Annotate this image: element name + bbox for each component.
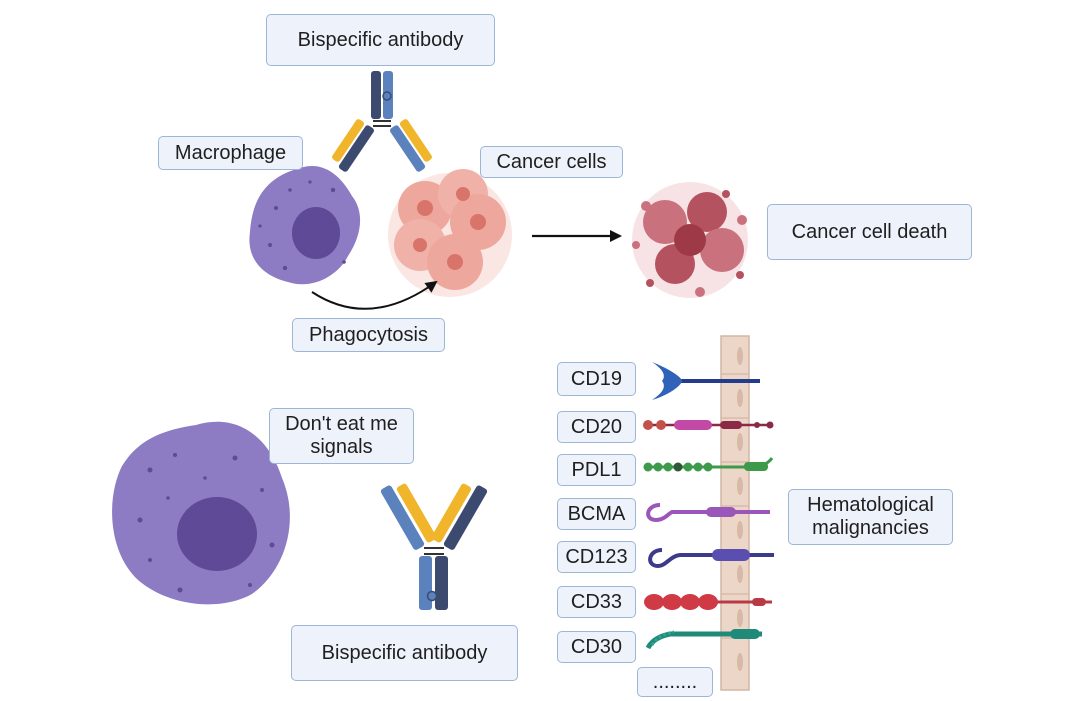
pdl1-receptor bbox=[643, 457, 774, 472]
bottom-macrophage bbox=[112, 421, 290, 605]
antigen-label-cd19: CD19 bbox=[557, 362, 636, 396]
hematological-malignancies-label: Hematological malignancies bbox=[788, 489, 953, 545]
top-antibody-label: Bispecific antibody bbox=[266, 14, 495, 66]
dont-eat-me-signals-label: Don't eat me signals bbox=[269, 408, 414, 464]
antigen-label-cd123: CD123 bbox=[557, 541, 636, 573]
cd33-receptor bbox=[644, 594, 772, 610]
cancer-cells-cluster bbox=[388, 169, 512, 297]
antigen-label-cd30: CD30 bbox=[557, 631, 636, 663]
cd30-receptor bbox=[645, 629, 762, 650]
cd19-receptor bbox=[652, 362, 760, 400]
antigen-label-more: ........ bbox=[637, 667, 713, 697]
cd123-receptor bbox=[648, 548, 774, 569]
cd20-receptor bbox=[643, 420, 774, 430]
dont-eat-me-signals-line1: Don't eat me bbox=[285, 413, 398, 435]
antigen-label-pdl1: PDL1 bbox=[557, 454, 636, 486]
cancer-cell-death-label: Cancer cell death bbox=[767, 204, 972, 260]
dead-cancer-cells bbox=[632, 182, 748, 298]
phagocytosis-arrow bbox=[311, 280, 438, 310]
hematological-malignancies-line2: malignancies bbox=[812, 517, 929, 539]
top-macrophage bbox=[249, 166, 361, 285]
bcma-receptor bbox=[646, 503, 770, 523]
macrophage-label: Macrophage bbox=[158, 136, 303, 170]
cancer-cells-label: Cancer cells bbox=[480, 146, 623, 178]
antigen-label-cd20: CD20 bbox=[557, 411, 636, 443]
hematological-malignancies-line1: Hematological bbox=[807, 494, 934, 516]
bottom-antibody-label: Bispecific antibody bbox=[291, 625, 518, 681]
dont-eat-me-signals-line2: signals bbox=[310, 436, 373, 458]
phagocytosis-label: Phagocytosis bbox=[292, 318, 445, 352]
antigen-label-cd33: CD33 bbox=[557, 586, 636, 618]
antigen-label-bcma: BCMA bbox=[557, 498, 636, 530]
bottom-bispecific-antibody bbox=[380, 483, 488, 610]
top-bispecific-antibody bbox=[332, 71, 432, 172]
